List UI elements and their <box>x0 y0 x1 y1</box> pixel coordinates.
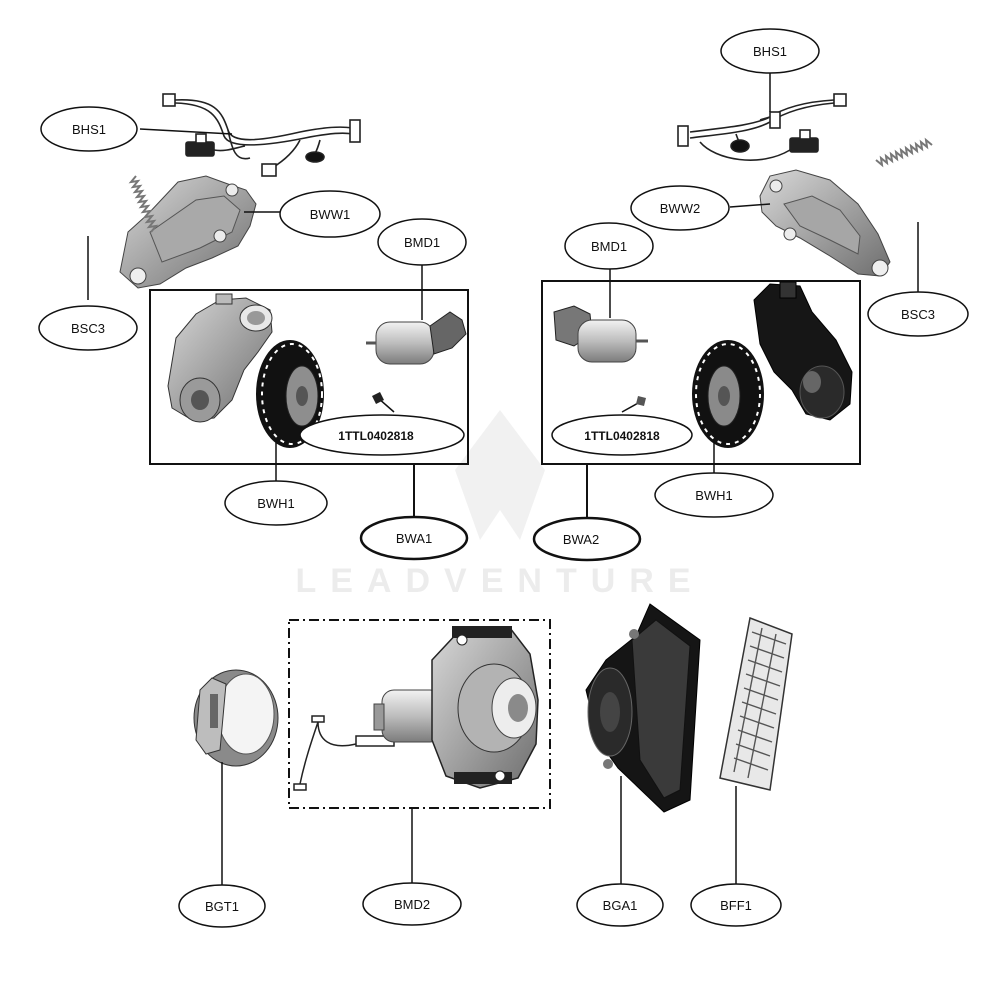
callout-text: 1TTL0402818 <box>584 429 660 443</box>
callout-text: BMD1 <box>591 239 627 254</box>
callout-bhs1-left: BHS1 <box>40 106 138 152</box>
callout-text: BWA2 <box>563 532 599 547</box>
callout-text: BSC3 <box>901 307 935 322</box>
callout-bhs1-right: BHS1 <box>720 28 820 74</box>
callout-text: BHS1 <box>72 122 106 137</box>
callout-text: BGT1 <box>205 899 239 914</box>
callout-text: BWH1 <box>695 488 733 503</box>
callout-bff1: BFF1 <box>690 883 782 927</box>
wire-harness-left <box>162 93 361 177</box>
spring-right <box>875 137 933 168</box>
callout-bww1: BWW1 <box>279 190 381 238</box>
callout-bsc3-left: BSC3 <box>38 305 138 351</box>
callout-screw-left: 1TTL0402818 <box>299 414 465 456</box>
hub-housing-right <box>753 281 853 421</box>
callout-bga1: BGA1 <box>576 883 664 927</box>
motor-right <box>553 305 648 363</box>
callout-bwh1-left: BWH1 <box>224 480 328 526</box>
wheel-left <box>256 340 324 448</box>
bottom-assembly <box>193 603 793 885</box>
callout-bwa1: BWA1 <box>359 515 469 561</box>
chassis-right <box>759 169 891 277</box>
fan-housing <box>585 603 701 813</box>
watermark-text: LEADVENTURE <box>295 562 704 600</box>
callouts: BHS1 BHS1 BWW1 BWW2 BMD1 BMD1 BSC3 BSC3 <box>38 28 969 928</box>
motor-left <box>366 311 467 365</box>
callout-bww2: BWW2 <box>630 185 730 231</box>
callout-text: BWH1 <box>257 496 295 511</box>
wire-harness-right <box>677 93 847 161</box>
callout-screw-right: 1TTL0402818 <box>551 414 693 456</box>
filter-screen <box>719 616 793 791</box>
callout-text: BMD1 <box>404 235 440 250</box>
callout-text: BWA1 <box>396 531 432 546</box>
screw-right <box>621 396 646 413</box>
callout-text: BGA1 <box>603 898 638 913</box>
screw-left <box>372 392 395 413</box>
right-wheel-assembly <box>541 73 933 518</box>
callout-bsc3-right: BSC3 <box>867 291 969 337</box>
callout-bmd2: BMD2 <box>362 882 462 926</box>
gear-ring <box>193 669 279 767</box>
motor-gearbox <box>293 626 539 791</box>
callout-bwa2: BWA2 <box>532 516 642 562</box>
hub-housing-left <box>167 293 273 423</box>
callout-text: BWW2 <box>660 201 700 216</box>
left-wheel-assembly <box>87 93 469 518</box>
callout-bmd1-right: BMD1 <box>564 222 654 270</box>
chassis-left <box>119 175 257 289</box>
callout-text: BSC3 <box>71 321 105 336</box>
wheel-right <box>692 340 764 448</box>
callout-text: 1TTL0402818 <box>338 429 414 443</box>
callout-bmd1-left: BMD1 <box>377 218 467 266</box>
callout-text: BHS1 <box>753 44 787 59</box>
watermark: LEADVENTURE <box>295 410 704 600</box>
callout-text: BWW1 <box>310 207 350 222</box>
spring-left <box>128 175 159 233</box>
callout-bwh1-right: BWH1 <box>654 472 774 518</box>
callout-bgt1: BGT1 <box>178 884 266 928</box>
callout-text: BMD2 <box>394 897 430 912</box>
callout-text: BFF1 <box>720 898 752 913</box>
